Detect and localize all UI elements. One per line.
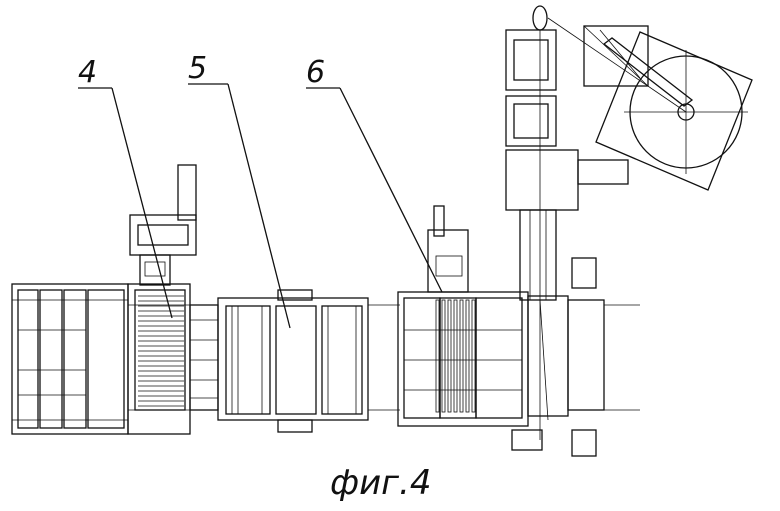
right-unit	[511, 257, 640, 457]
unit-4	[127, 164, 218, 435]
label-5: 5	[188, 51, 207, 86]
label-6: 6	[306, 55, 325, 90]
tooth-bar	[447, 299, 452, 413]
tooth-bar	[453, 299, 458, 413]
tooth-bar	[441, 299, 446, 413]
tooth-bar	[435, 299, 440, 413]
tooth-bar	[465, 299, 470, 413]
disc-assembly	[547, 17, 753, 191]
tooth-bar	[459, 299, 464, 413]
leader-lines	[78, 83, 443, 329]
unit-5	[217, 289, 400, 433]
unit-6	[397, 205, 529, 427]
left-roller-unit	[11, 283, 129, 435]
figure-caption: фиг.4	[330, 463, 431, 503]
connector-4-5	[189, 304, 219, 411]
label-4: 4	[78, 55, 97, 90]
vertical-mast	[505, 5, 629, 440]
tooth-bar	[471, 299, 476, 413]
